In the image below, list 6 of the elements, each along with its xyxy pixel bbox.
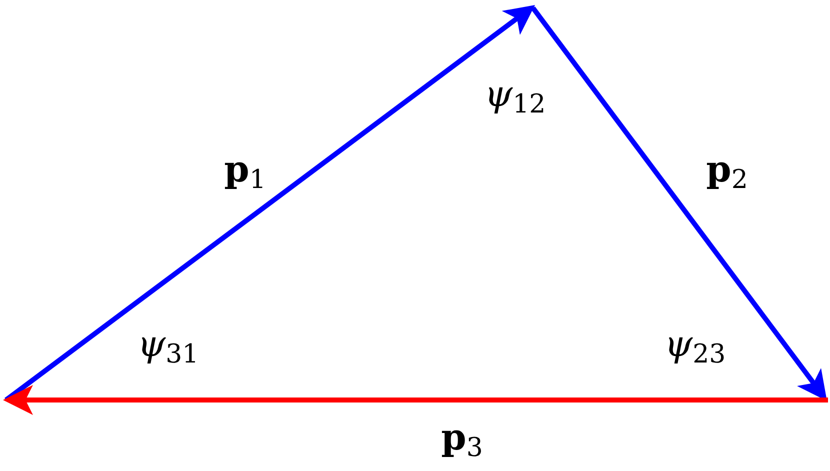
vector-label: p$_{2}$: [706, 151, 748, 193]
vector-label: p$_{1}$: [224, 151, 266, 193]
angle-label: ψ$_{12}$: [484, 76, 546, 118]
angle-label: ψ$_{31}$: [137, 326, 199, 368]
angle-label: ψ$_{23}$: [664, 326, 726, 368]
vector-label: p$_{3}$: [441, 419, 483, 461]
